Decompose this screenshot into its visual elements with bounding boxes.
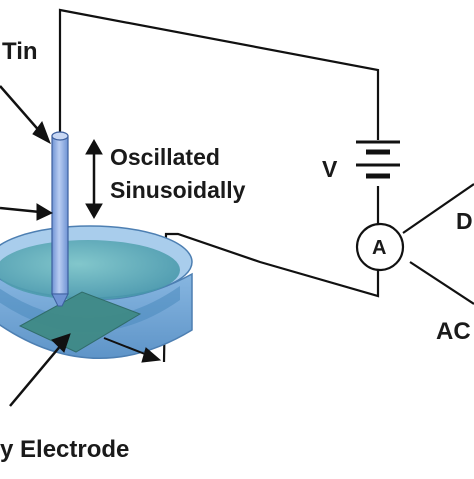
pointer-arrows: [0, 85, 162, 407]
wire-ammeter-to-dish: [162, 232, 380, 363]
probe: [51, 131, 69, 307]
ammeter-circle: [355, 222, 405, 272]
oscillation-arrow: [85, 138, 103, 220]
wire-probe-to-top: [58, 8, 380, 140]
wire-ammeter-to-dc: [402, 183, 474, 234]
electrode-label: y Electrode: [0, 436, 130, 463]
oscillated-label-line2: Sinusoidally: [110, 177, 246, 203]
ac-label: AC: [436, 318, 471, 345]
liquid-surface: [0, 240, 180, 300]
wire-ammeter-to-ac: [409, 261, 474, 305]
dc-label: D: [456, 208, 473, 234]
oscillated-label-line1: Oscillated: [110, 144, 220, 170]
battery-symbol: [356, 140, 400, 179]
circuit-wires: [58, 8, 474, 363]
voltage-label: V: [322, 156, 338, 182]
tin-label: Tin: [2, 38, 38, 65]
ammeter-label: A: [372, 237, 387, 259]
petri-dish: [0, 225, 193, 359]
